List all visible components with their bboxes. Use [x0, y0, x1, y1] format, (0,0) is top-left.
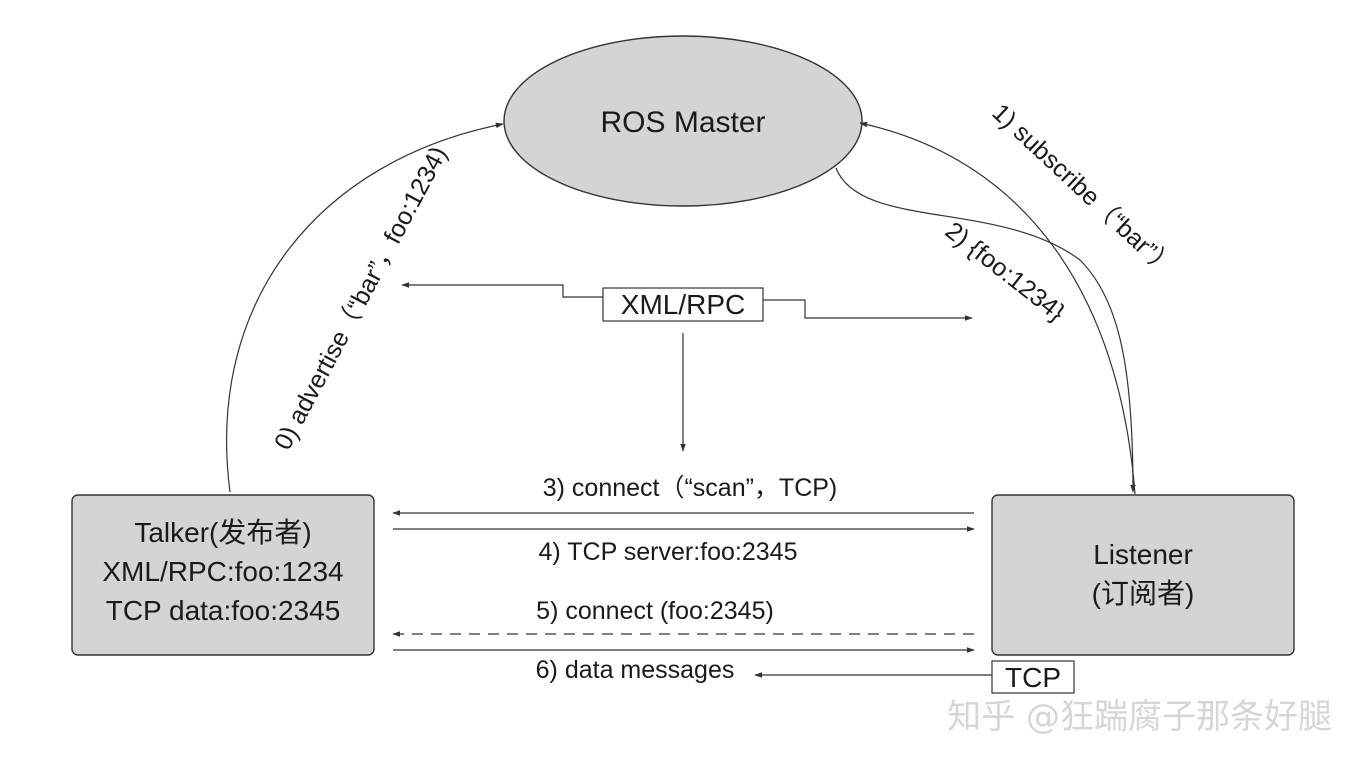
advertise-label: 0) advertise（“bar”，foo:1234) — [269, 142, 453, 455]
data-messages-label: 6) data messages — [536, 656, 735, 684]
subscribe-label: 1) subscribe（“bar”） — [987, 98, 1181, 281]
subscribe-arc — [859, 121, 1136, 495]
talker-node — [71, 494, 375, 656]
advertise-arc — [226, 122, 504, 493]
talker-tcp-address: TCP data:foo:2345 — [106, 595, 341, 626]
xmlrpc-box — [602, 287, 764, 322]
talker-xmlrpc-address: XML/RPC:foo:1234 — [102, 556, 343, 587]
xmlrpc-box-label: XML/RPC — [621, 289, 745, 320]
reply-label: 2) {foo:1234} — [940, 217, 1070, 327]
tcp-server-label: 4) TCP server:foo:2345 — [539, 538, 798, 566]
watermark-text: 知乎 @狂踹腐子那条好腿 — [947, 697, 1332, 737]
connect-scan-label: 3) connect（“scan”，TCP) — [543, 474, 838, 502]
talker-title: Talker(发布者) — [134, 517, 311, 548]
ros-master-node — [503, 35, 863, 207]
connect-foo-label: 5) connect (foo:2345) — [536, 597, 774, 625]
reply-arc — [835, 167, 1136, 493]
xmlrpc-left-connector — [401, 282, 603, 298]
tcp-box-label: TCP — [1005, 662, 1061, 693]
tcp-box — [991, 660, 1075, 694]
listener-node — [991, 494, 1295, 656]
ros-master-label: ROS Master — [600, 106, 765, 139]
listener-title: Listener — [1093, 539, 1193, 570]
listener-subtitle: (订阅者) — [1092, 578, 1195, 609]
xmlrpc-right-connector — [763, 299, 973, 321]
